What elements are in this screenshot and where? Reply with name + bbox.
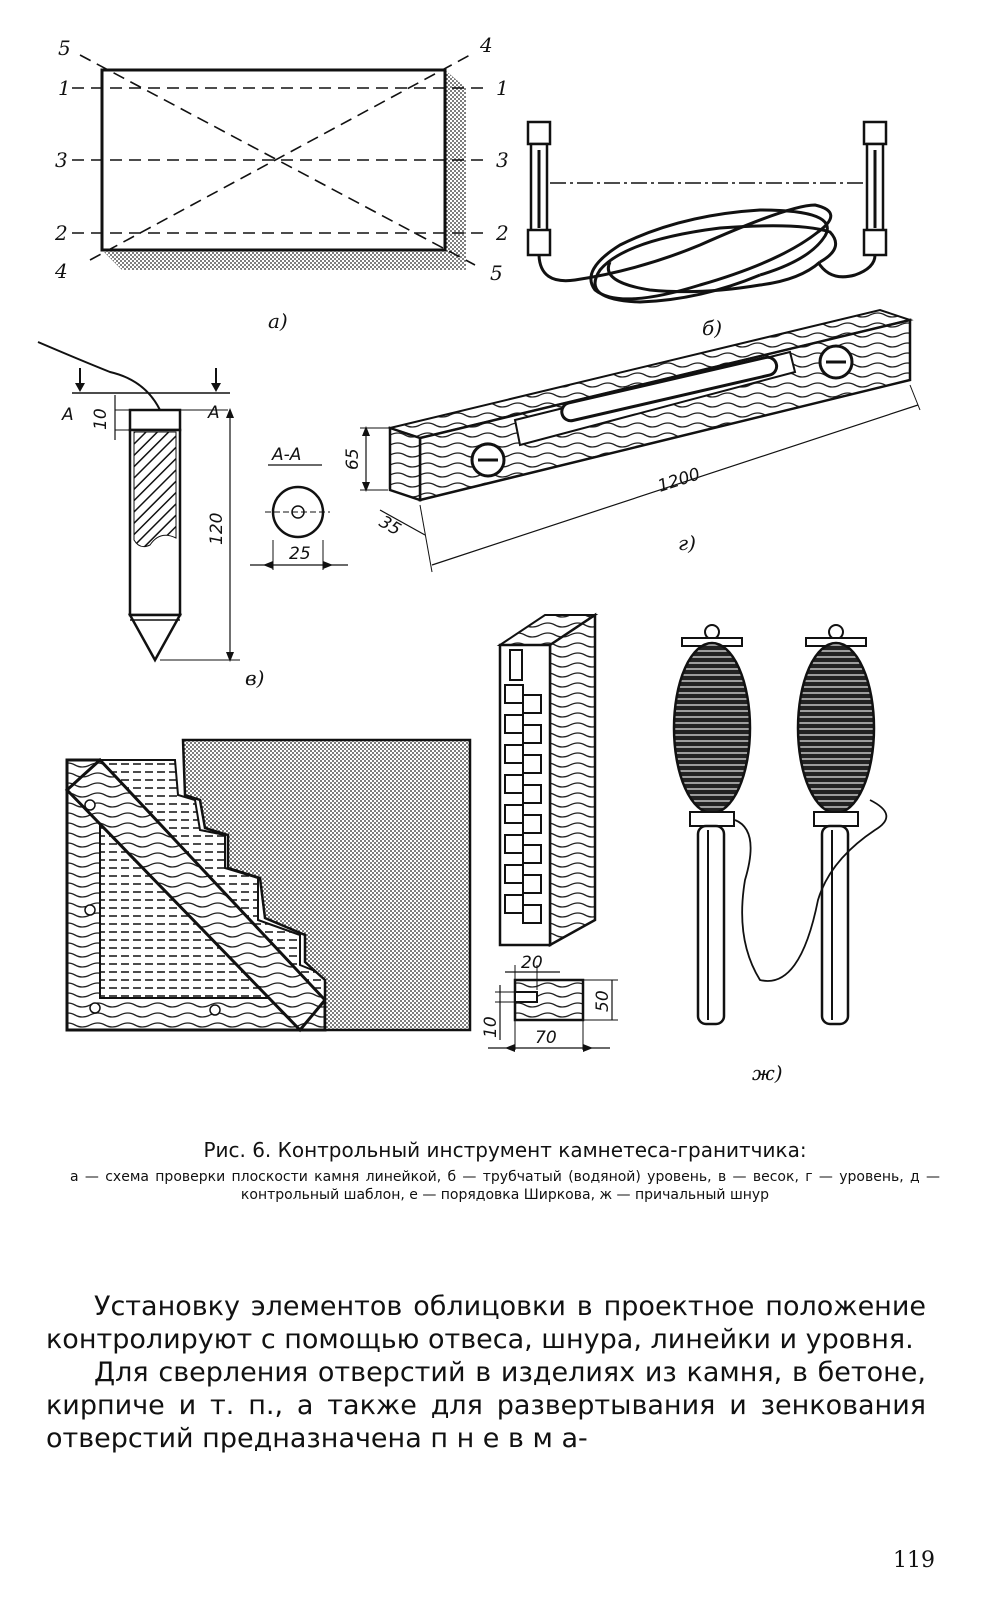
section-mark-left: А bbox=[61, 405, 74, 425]
panel-b-water-level: б) bbox=[526, 120, 888, 340]
dim-template-base: 10 bbox=[481, 1016, 501, 1038]
level-vial-slot bbox=[560, 355, 779, 423]
panel-d-control-template bbox=[64, 738, 472, 1033]
panel-a-stone-check: 5 1 3 2 4 4 1 3 2 5 а) bbox=[54, 33, 509, 333]
plumb-cord bbox=[37, 341, 161, 411]
dim-level-height: 65 bbox=[343, 448, 363, 470]
template-stone-profile bbox=[181, 738, 472, 1032]
panel-label-g: г) bbox=[678, 531, 696, 555]
panel-v-plumb-weight: А А 10 120 А-А 25 в) bbox=[37, 341, 348, 690]
section-mark-right: А bbox=[207, 403, 220, 423]
panel-label-zh: ж) bbox=[752, 1061, 783, 1085]
spool-right bbox=[796, 624, 876, 1026]
paragraph-2: Для сверления отверстий в изделиях из ка… bbox=[46, 1357, 926, 1454]
gauge-teeth bbox=[504, 684, 542, 924]
caption-title: Рис. 6. Контрольный инструмент камнетеса… bbox=[203, 1138, 807, 1162]
weight-hatched-insert bbox=[133, 431, 177, 548]
panel-label-v: в) bbox=[245, 666, 264, 690]
weight-cap bbox=[128, 408, 182, 432]
page-number: 119 bbox=[893, 1548, 935, 1573]
dim-template-height: 50 bbox=[593, 990, 613, 1012]
mark-2-right: 2 bbox=[495, 221, 509, 245]
panel-label-b: б) bbox=[702, 316, 722, 340]
body-text: Установку элементов облицовки в проектно… bbox=[46, 1290, 926, 1455]
gauge-front bbox=[548, 612, 597, 948]
level-tube-left bbox=[526, 120, 552, 257]
mark-3-left: 3 bbox=[55, 148, 68, 172]
dim-level-width: 35 bbox=[376, 512, 405, 540]
stone-shadow-side bbox=[445, 70, 466, 270]
section-title: А-А bbox=[271, 445, 301, 465]
figure-caption: Рис. 6. Контрольный инструмент камнетеса… bbox=[70, 1138, 940, 1204]
mark-2-left: 2 bbox=[54, 221, 68, 245]
dim-level-length: 1200 bbox=[655, 464, 702, 496]
ruler-lines bbox=[72, 54, 490, 266]
cord-line bbox=[734, 799, 888, 982]
mark-5-top: 5 bbox=[58, 36, 71, 60]
stone-shadow-bottom bbox=[102, 250, 466, 270]
dim-weight-diameter: 25 bbox=[289, 544, 311, 564]
level-tube-right bbox=[862, 120, 888, 257]
panel-e-shirkov-gauge: 20 50 10 70 bbox=[481, 612, 618, 1052]
mark-3-right: 3 bbox=[496, 148, 509, 172]
figure-illustration: 5 1 3 2 4 4 1 3 2 5 а) б) bbox=[37, 33, 921, 1085]
mark-4-left: 4 bbox=[54, 259, 68, 283]
caption-legend: а — схема проверки плоскости камня линей… bbox=[70, 1169, 940, 1203]
spool-left bbox=[672, 624, 752, 1026]
panel-g-wooden-level: 65 35 1200 г) bbox=[343, 308, 921, 573]
level-end-face bbox=[388, 426, 422, 502]
dim-template-notch: 20 bbox=[521, 953, 543, 973]
weight-tip bbox=[127, 613, 183, 663]
mark-1-right: 1 bbox=[496, 76, 509, 100]
mark-4-top: 4 bbox=[479, 33, 493, 57]
dim-weight-length: 120 bbox=[207, 513, 227, 545]
dim-template-width: 70 bbox=[535, 1028, 557, 1048]
paragraph-1: Установку элементов облицовки в проектно… bbox=[46, 1291, 926, 1355]
panel-label-a: а) bbox=[268, 309, 288, 333]
dim-weight-top: 10 bbox=[91, 408, 111, 430]
panel-zh-mooring-cord: ж) bbox=[672, 624, 888, 1085]
mark-1-left: 1 bbox=[58, 76, 71, 100]
hose-coil bbox=[537, 203, 877, 304]
mark-5-right: 5 bbox=[490, 261, 503, 285]
